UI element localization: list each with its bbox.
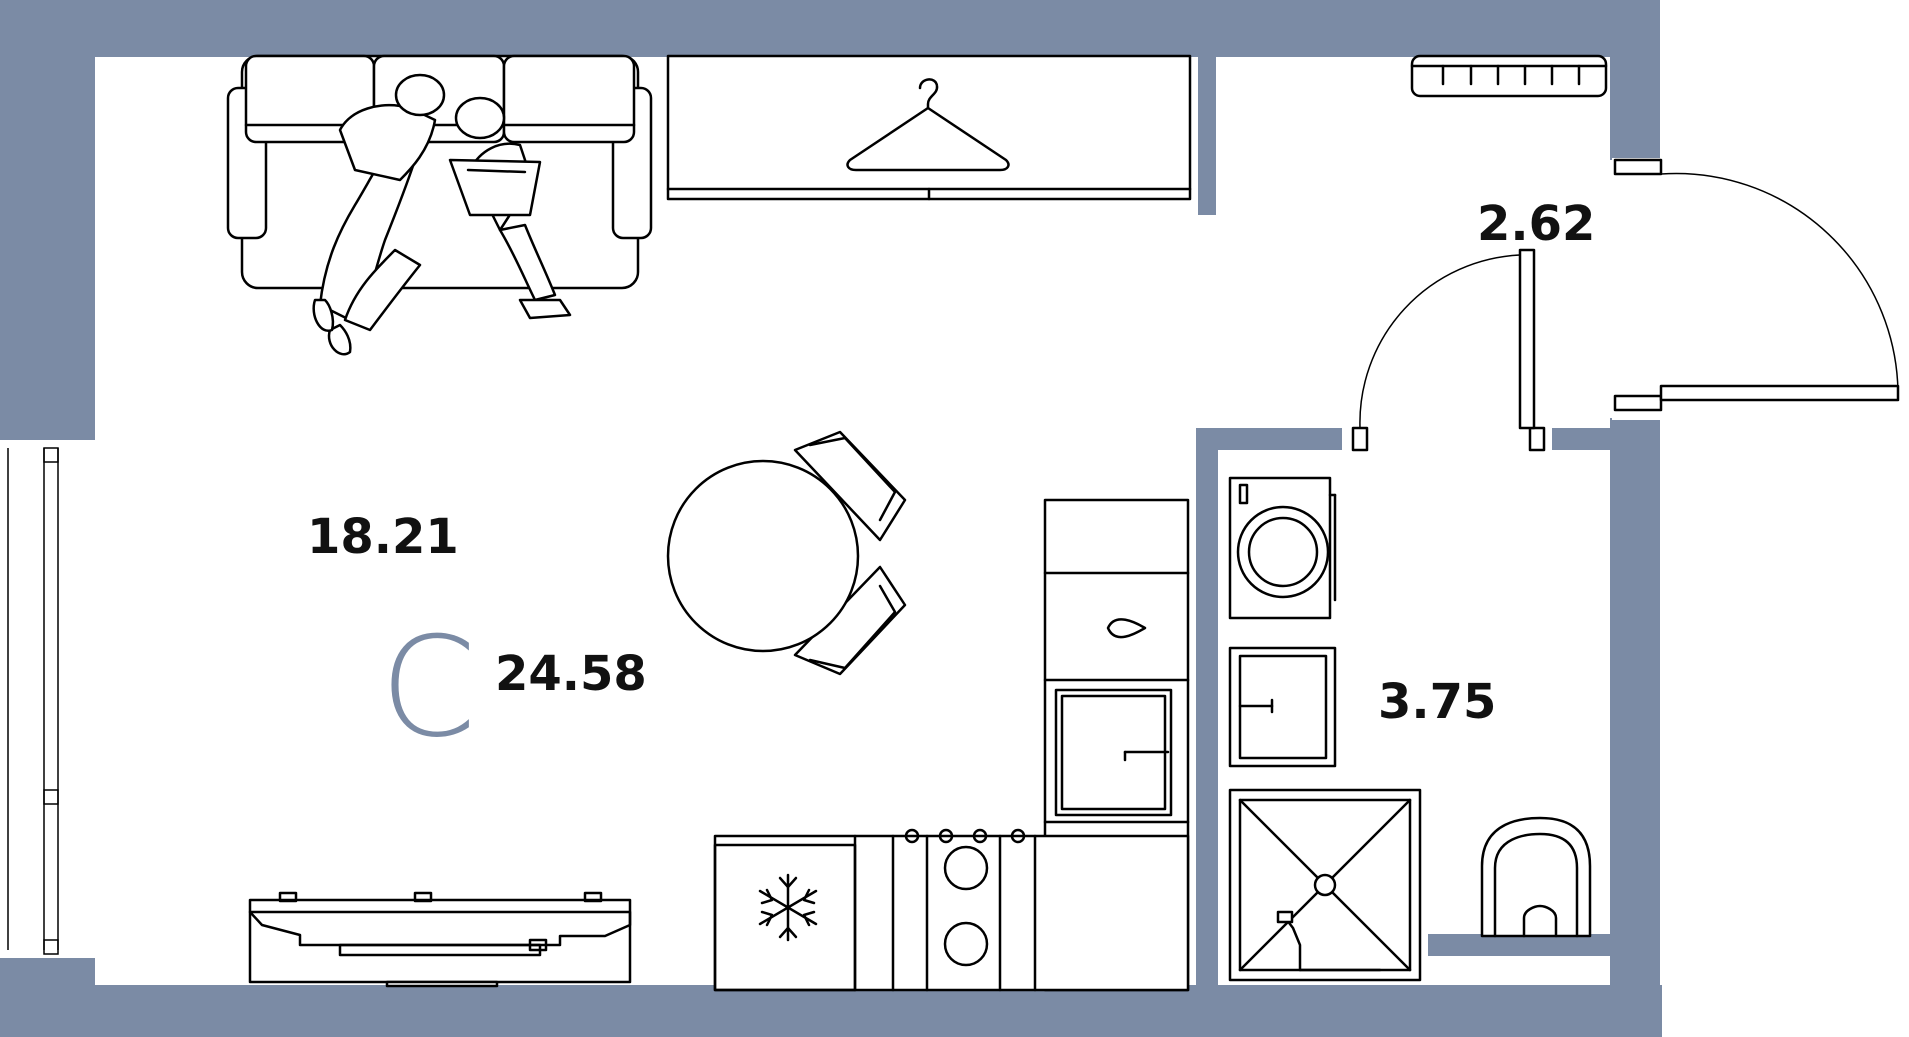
hall-area-label: 2.62 [1477, 196, 1595, 252]
bathroom-sink-icon [1228, 646, 1337, 768]
window-icon [7, 440, 95, 958]
door-icon [1612, 158, 1900, 420]
bathroom-area-label: 3.75 [1378, 674, 1496, 730]
radiator-icon [1410, 54, 1608, 98]
living-room-area-label: 18.21 [307, 509, 459, 565]
fridge-icon [713, 843, 857, 992]
hanger-icon [846, 78, 1010, 172]
shower-icon [1228, 788, 1422, 982]
chair-icon [793, 430, 907, 542]
sink-icon [1106, 618, 1147, 639]
walls [0, 0, 1662, 1037]
total-area-label: 24.58 [495, 646, 647, 702]
tv-stand-icon [248, 891, 632, 988]
chair-icon [793, 565, 907, 676]
washing-machine-icon [1228, 476, 1337, 620]
stove-icon [904, 828, 1026, 967]
people-with-laptop-icon [312, 73, 572, 356]
toilet-icon [1480, 816, 1592, 938]
apartment-type-letter: С [380, 607, 476, 768]
kitchen-counter [713, 834, 1190, 992]
snowflake-icon [758, 873, 818, 942]
oven-icon [1054, 688, 1173, 817]
wardrobe-icon [666, 54, 1192, 201]
round-table-icon [666, 459, 860, 653]
door-icon [1342, 248, 1552, 452]
